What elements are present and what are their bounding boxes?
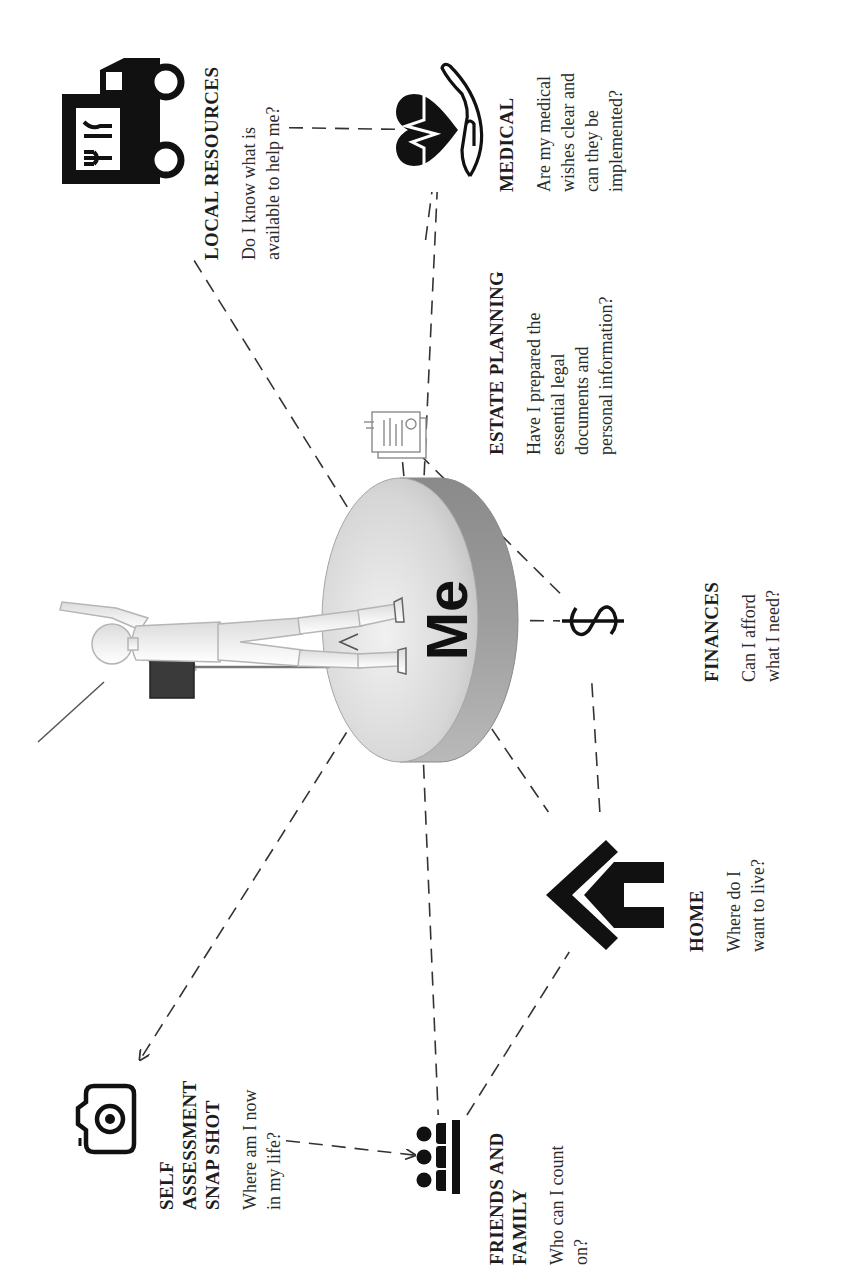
topic-question: Where am I now in my life? [238,1078,286,1210]
dashed-connector [467,952,569,1115]
topic-heading: FINANCES [700,547,723,682]
topic-question: Where do I want to live? [722,847,770,952]
topic-question: Who can I count on? [545,1140,593,1265]
topic-node: LOCAL RESOURCES Do I know what is availab… [35,25,285,260]
dollar-icon [562,607,624,635]
topic-node: HOME Where do I want to live? [535,812,770,952]
dashed-connector [286,1141,415,1156]
topic-heading: FRIENDS AND FAMILY [485,1115,531,1265]
person-figure [38,598,406,742]
topic-heading: LOCAL RESOURCES [200,25,223,260]
dashed-connector [285,128,395,130]
topic-heading: MEDICAL [495,42,518,192]
camera-icon [78,1086,134,1152]
people-icon [417,1118,461,1196]
topic-question: Do I know what is available to help me? [237,75,285,260]
truck-icon [62,58,181,184]
topic-question: Can I afford what I need? [737,577,785,682]
topic-heading: SELF ASSESSMENT SNAP SHOT [155,1060,224,1210]
topic-question: Are my medical wishes clear and can they… [532,70,628,192]
topic-heading: HOME [685,812,708,952]
dashed-connector [402,455,404,476]
dashed-connector [424,192,437,475]
dashed-connector [530,620,560,622]
dashed-connector [140,732,347,1060]
topic-question: Have I prepared the essential legal docu… [522,283,618,455]
dashed-connector [424,765,439,1115]
dashed-connector [426,192,432,240]
medical-icon [396,64,482,176]
dashed-connector [592,682,600,812]
topic-node: MEDICAL Are my medical wishes clear and c… [395,42,628,192]
house-icon [546,840,664,950]
dashed-connector [194,260,347,507]
topic-node: SELF ASSESSMENT SNAP SHOT Where am I now … [60,1060,286,1210]
center-label: Me [417,475,477,765]
dashed-connector [492,729,549,812]
topic-node: FINANCES Can I afford what I need? [560,547,785,682]
topic-heading: ESTATE PLANNING [485,240,508,455]
topic-node: ESTATE PLANNING Have I prepared the essen… [365,240,618,455]
center-disk: Me [305,475,530,765]
topic-node: FRIENDS AND FAMILY Who can I count on? [415,1115,593,1265]
document-icon [364,412,426,458]
